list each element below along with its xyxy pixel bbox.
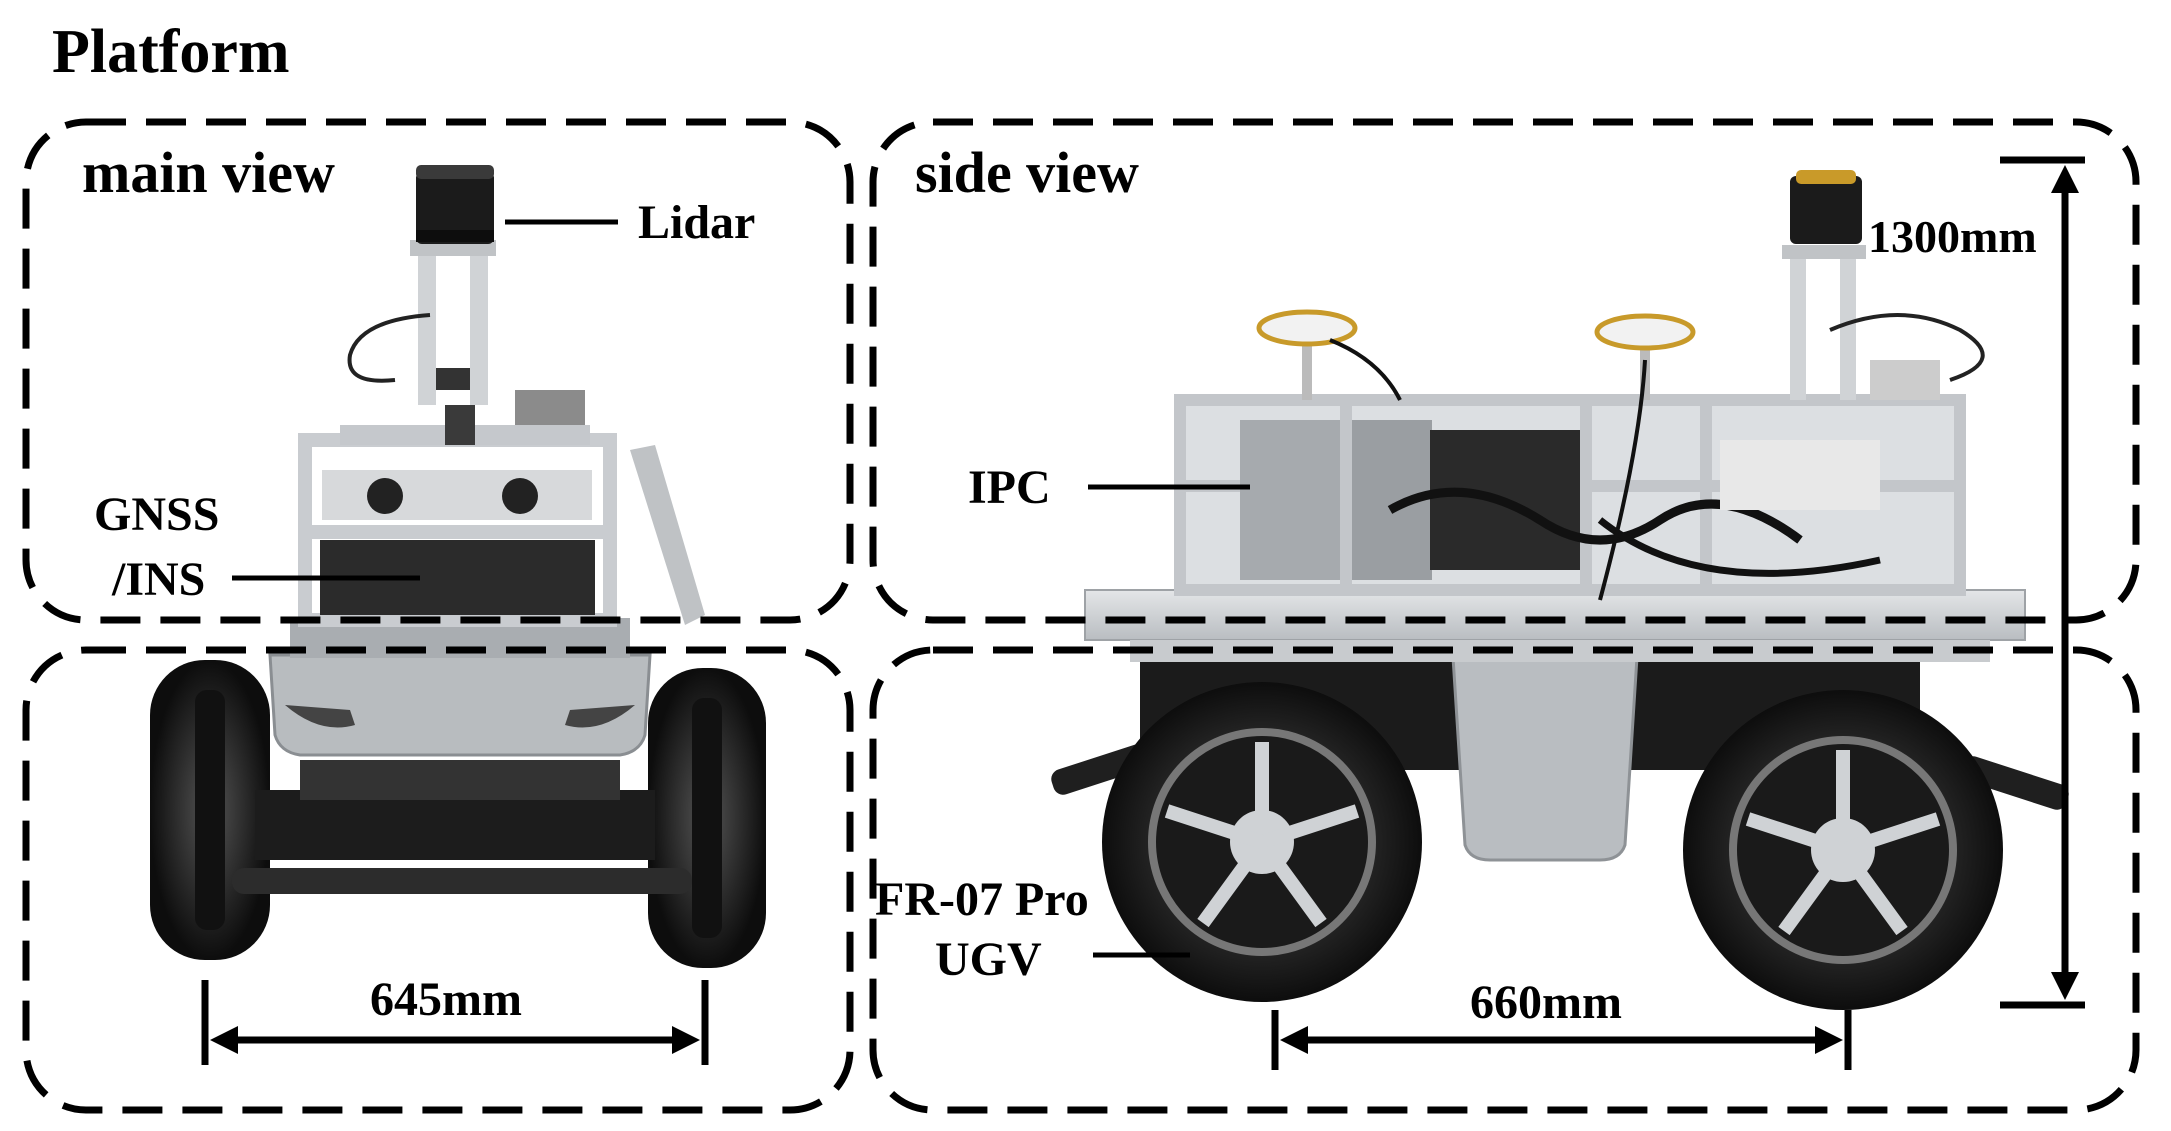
height-value: 1300mm	[1868, 211, 2037, 262]
main-left-wheel	[150, 660, 270, 960]
main-view-photo	[150, 165, 766, 968]
front-track-dimension	[201, 980, 709, 1065]
figure-title: Platform	[52, 18, 290, 86]
main-view-lower-box	[22, 646, 854, 1114]
main-view-upper-box	[22, 118, 854, 624]
side-view-lower-box	[869, 646, 2140, 1114]
ugv-label-line2: UGV	[935, 933, 1042, 986]
main-view-label: main view	[82, 140, 335, 205]
lidar-label: Lidar	[638, 196, 755, 249]
side-rear-wheel	[1683, 690, 2003, 1010]
wheelbase-dimension	[1271, 1010, 1852, 1070]
main-lidar	[416, 165, 494, 244]
ugv-label-line1: FR-07 Pro	[875, 873, 1089, 926]
wheelbase-value: 660mm	[1470, 976, 1622, 1029]
gnss-label-line2: /INS	[111, 553, 205, 606]
main-right-wheel	[648, 668, 766, 968]
front-track-value: 645mm	[370, 973, 522, 1026]
gnss-label-line1: GNSS	[94, 488, 219, 541]
gnss-antenna-left	[1256, 309, 1358, 400]
side-view-photo	[1051, 170, 2069, 1010]
side-lidar	[1790, 170, 1862, 244]
ipc-label: IPC	[968, 461, 1051, 514]
gnss-antenna-right	[1594, 313, 1696, 400]
side-front-wheel	[1102, 682, 1422, 1002]
side-view-upper-box	[869, 118, 2140, 624]
height-dimension	[2000, 156, 2085, 1009]
ipc-unit	[1240, 420, 1432, 580]
side-view-label: side view	[915, 140, 1139, 205]
